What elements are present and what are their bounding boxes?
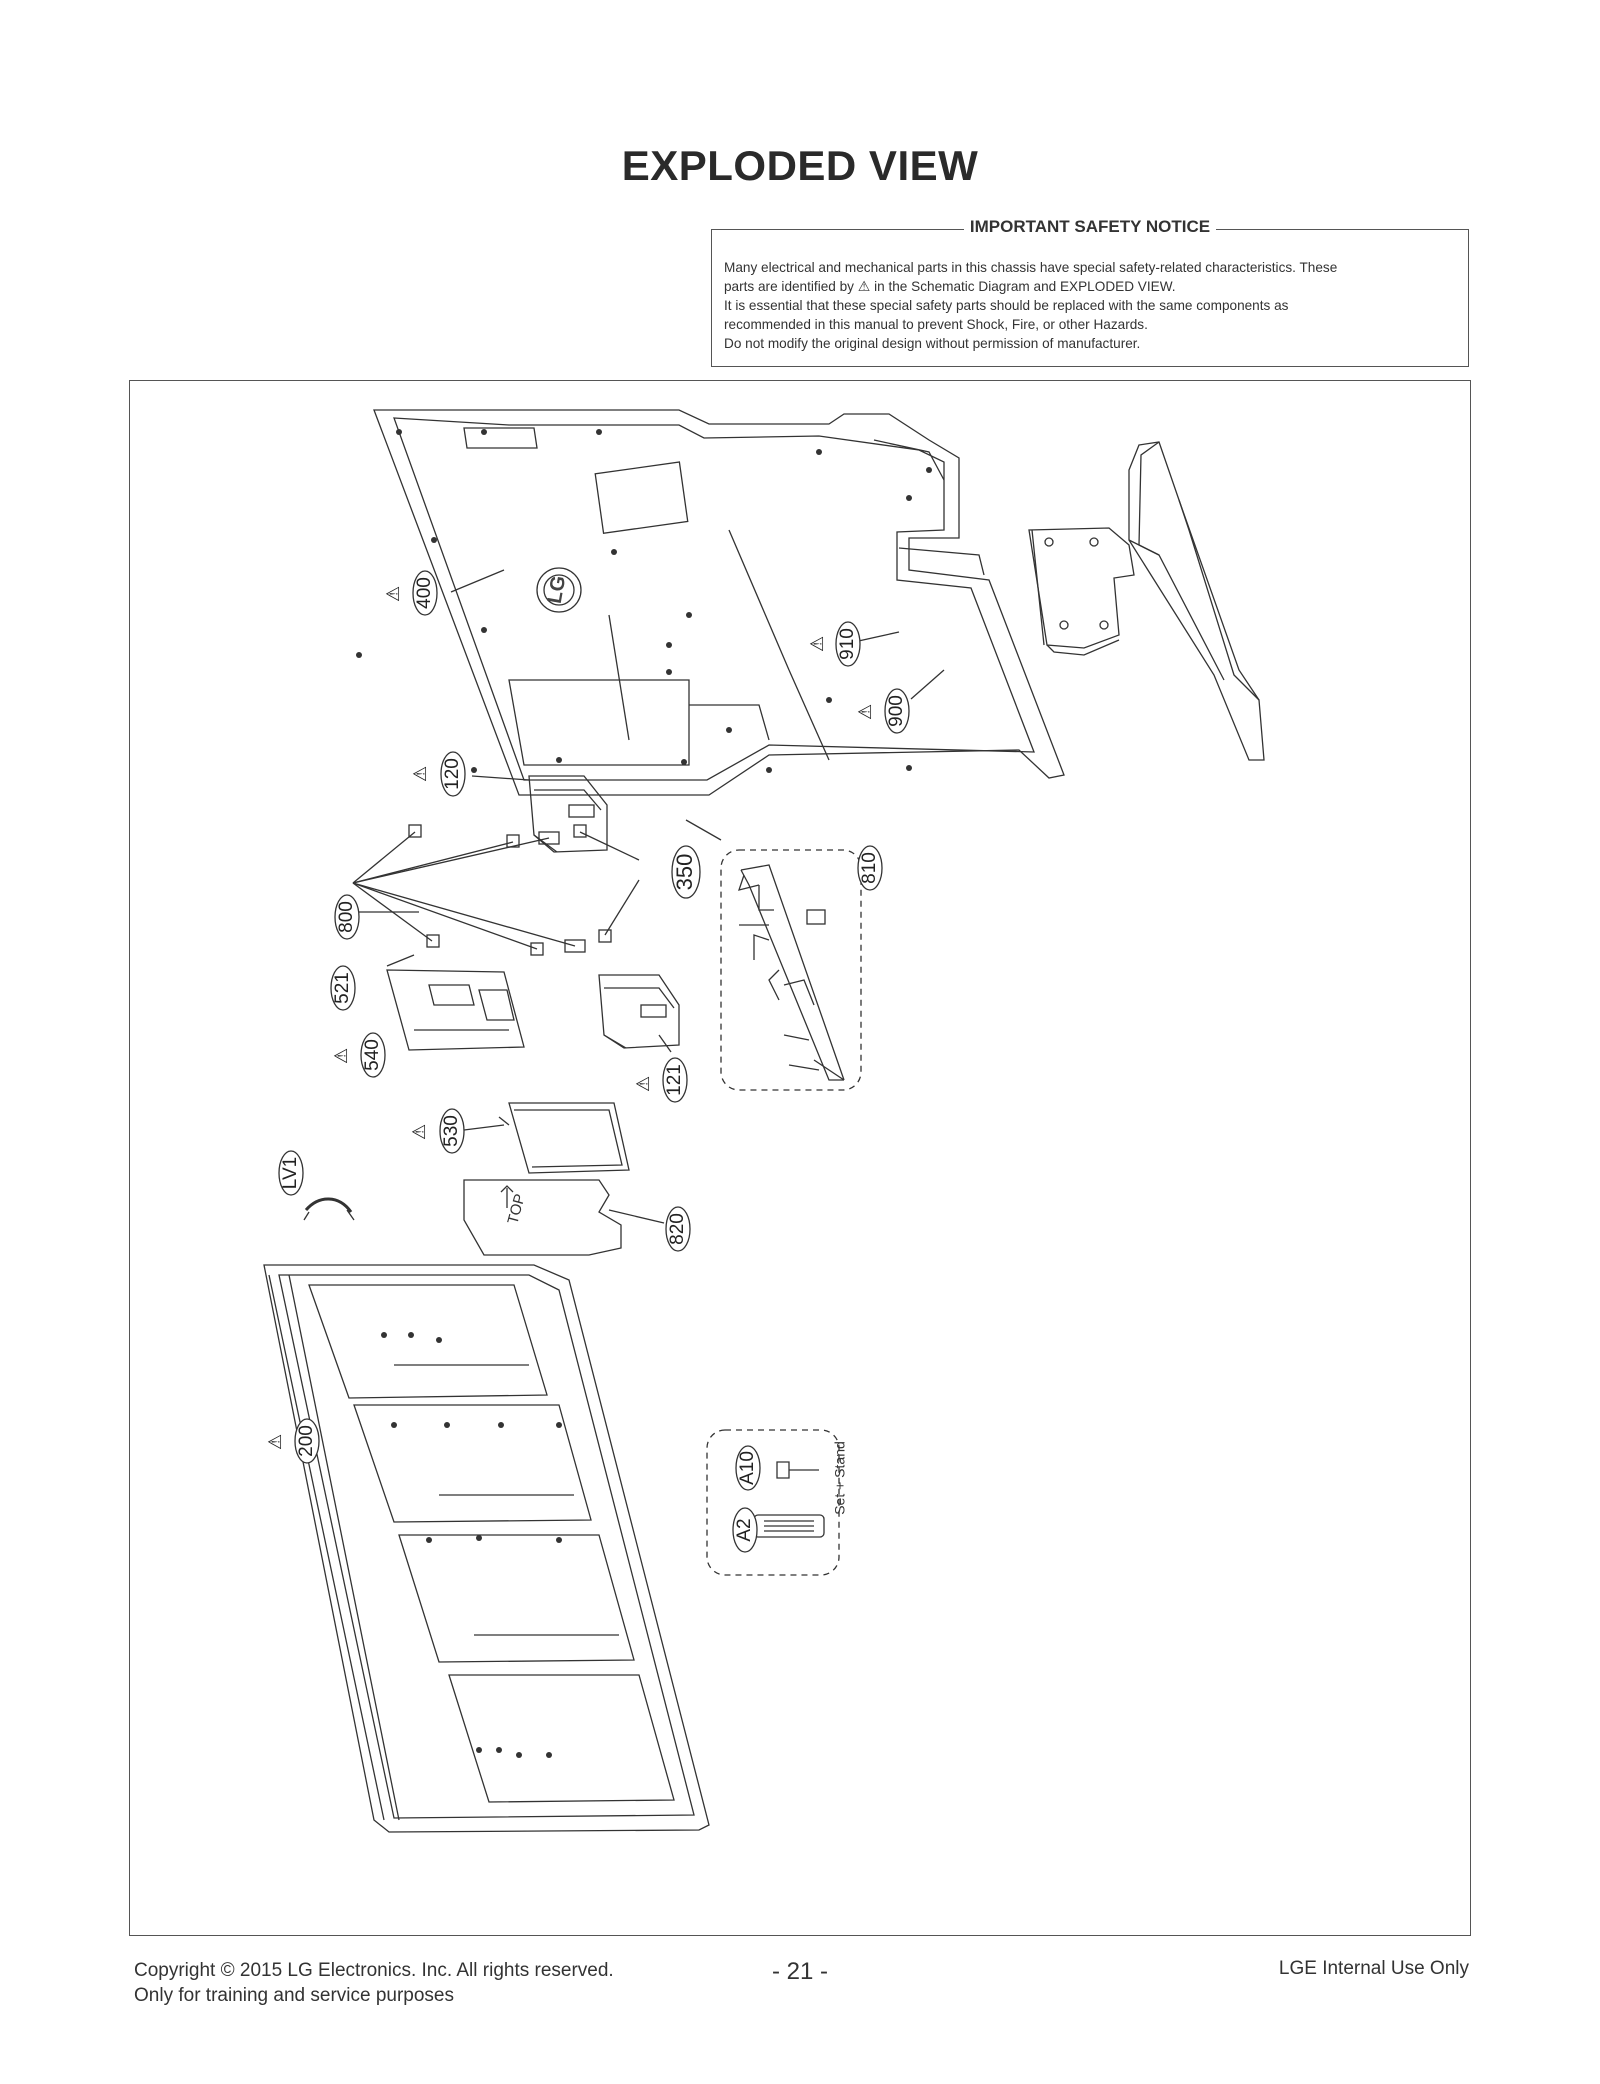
diagram-frame	[129, 380, 1471, 1936]
callout-120: 120	[442, 758, 463, 790]
safety-notice-heading: IMPORTANT SAFETY NOTICE	[963, 217, 1217, 236]
display-module-holes	[381, 1332, 562, 1758]
exploded-view-diagram: LG	[263, 409, 1265, 1833]
screws-810-part	[573, 824, 612, 943]
warning-triangle-icon: ⚠	[331, 1048, 352, 1064]
warning-triangle-icon: ⚠	[410, 766, 431, 782]
callout-540: 540	[362, 1039, 383, 1071]
safety-notice-box: IMPORTANT SAFETY NOTICE Many electrical …	[711, 217, 1469, 367]
warning-triangle-icon: ⚠	[857, 278, 871, 294]
callout-a10: A10	[737, 1451, 758, 1485]
copyright-text: Copyright © 2015 LG Electronics. Inc. Al…	[134, 1960, 614, 1981]
cable-holder-group	[720, 849, 862, 1091]
stand-neck-part	[1028, 527, 1135, 656]
insulation-sheet-part	[463, 1179, 622, 1256]
rear-logo-label: LG	[544, 574, 570, 605]
callout-521: 521	[332, 972, 353, 1004]
purpose-text: Only for training and service purposes	[134, 1985, 454, 2006]
callout-900: 900	[886, 695, 907, 727]
back-cover-screw-holes	[356, 429, 932, 773]
rear-logo	[536, 567, 582, 613]
notice-line-5: Do not modify the original design withou…	[724, 336, 1141, 351]
callout-810: 810	[859, 852, 880, 884]
cable-holder-part	[738, 864, 845, 1081]
bracket-121-part	[598, 974, 680, 1049]
remote-control-a2-part	[753, 1514, 825, 1538]
callout-a2: A2	[734, 1518, 755, 1541]
callout-lv1: LV1	[280, 1157, 301, 1189]
leader-lines	[352, 569, 945, 1224]
accessory-bag-label: Set + Stand	[832, 1441, 848, 1515]
warning-triangle-icon: ⚠	[383, 586, 404, 602]
callout-820: 820	[667, 1213, 688, 1245]
stand-base-part	[1128, 441, 1265, 761]
bracket-120-part	[528, 775, 608, 853]
usage-note: LGE Internal Use Only	[1278, 1958, 1469, 1979]
display-module-part	[263, 1264, 710, 1833]
screw-a10-part	[776, 1461, 819, 1479]
warning-triangle-icon: ⚠	[409, 1124, 430, 1140]
power-board-part	[498, 1102, 630, 1174]
warning-triangle-icon: ⚠	[265, 1434, 286, 1450]
back-cover-part	[373, 409, 1065, 796]
callout-400: 400	[414, 577, 435, 609]
footer-copyright: Copyright © 2015 LG Electronics. Inc. Al…	[134, 1958, 614, 2008]
notice-line-2: parts are identified by ⚠ in the Schemat…	[724, 278, 1176, 294]
cable-lv1-part	[303, 1197, 355, 1221]
callout-800: 800	[336, 901, 357, 933]
warning-triangle-icon: ⚠	[855, 704, 876, 720]
main-board-part	[386, 969, 525, 1051]
callout-910: 910	[837, 628, 858, 660]
shield-label: TOP	[504, 1192, 528, 1226]
screws-800-part	[408, 824, 586, 956]
callout-200: 200	[296, 1425, 317, 1457]
accessory-group	[706, 1429, 840, 1576]
safety-notice-body: Many electrical and mechanical parts in …	[724, 258, 1456, 353]
notice-line-3: It is essential that these special safet…	[724, 298, 1289, 313]
notice-line-4: recommended in this manual to prevent Sh…	[724, 317, 1148, 332]
page-number: - 21 -	[771, 1958, 828, 1985]
notice-line-1: Many electrical and mechanical parts in …	[724, 260, 1338, 275]
warning-triangle-icon: ⚠	[633, 1076, 654, 1092]
callout-121: 121	[664, 1064, 685, 1096]
callout-530: 530	[441, 1115, 462, 1147]
page-title: EXPLODED VIEW	[621, 142, 979, 189]
warning-triangle-icon: ⚠	[807, 636, 828, 652]
callout-350: 350	[672, 854, 697, 891]
